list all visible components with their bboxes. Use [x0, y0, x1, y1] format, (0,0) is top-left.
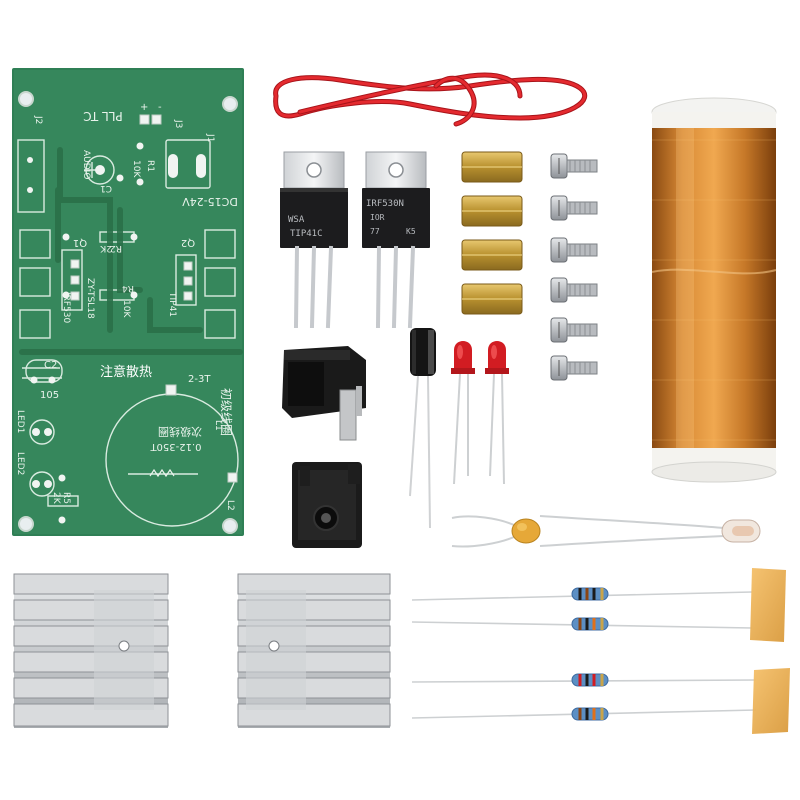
pcb-c2-value: 105: [40, 390, 59, 401]
mount-hole: [18, 91, 34, 107]
ceramic-capacitor: [451, 515, 541, 548]
neon-bulb: [539, 515, 761, 547]
pcb-r2-label: R2: [110, 243, 122, 253]
screw: [550, 237, 598, 263]
resistor: [411, 707, 757, 721]
screws: [550, 153, 598, 381]
resistor: [411, 587, 753, 601]
electrolytic-capacitor: [409, 328, 436, 529]
pcb-r2-value: 2K: [99, 243, 112, 253]
resistor: [411, 617, 753, 631]
transistor-tip41c: WSA TIP41C: [280, 151, 348, 329]
red-led: [451, 341, 475, 485]
pcb-minus-label: -: [158, 102, 162, 113]
pcb-board: PLL TC DC15-24V 注意散热 初级线圈 次级线圈 0.12-350T…: [12, 68, 244, 536]
screw: [550, 195, 598, 221]
pcb-r5-label: R5: [61, 492, 71, 504]
red-wire: [273, 72, 588, 127]
irf530n-line4: K5: [406, 227, 416, 236]
heatsink: [13, 573, 169, 728]
pcb-r1-label: R1: [145, 160, 155, 172]
brass-standoff: [461, 283, 523, 315]
pcb-q1-label: Q1: [73, 237, 87, 248]
pcb-secondary-spec: 0.12-350T: [150, 441, 202, 452]
pcb-c2-label: C2: [44, 360, 57, 371]
brass-standoffs: [461, 151, 523, 315]
screw: [550, 317, 598, 343]
tip41c-part: TIP41C: [290, 229, 323, 239]
pcb-q2-label: Q2: [181, 237, 195, 248]
irf530n-line2: IOR: [370, 213, 385, 222]
secondary-coil: [651, 97, 777, 483]
pcb-r4-value: 10K: [121, 300, 131, 318]
mount-hole: [222, 518, 238, 534]
brass-standoff: [461, 239, 523, 271]
brass-standoff: [461, 151, 523, 183]
brass-standoff: [461, 195, 523, 227]
pcb-heat-note: 注意散热: [100, 364, 152, 380]
tape-strip: [750, 568, 786, 642]
mount-hole: [18, 516, 34, 532]
screw: [550, 355, 598, 381]
screw: [550, 277, 598, 303]
pcb-secondary-coil: 次级线圈: [158, 425, 202, 439]
screw: [550, 153, 598, 179]
pcb-r5-value: 2K: [51, 492, 61, 505]
pcb-j2-label: J2: [33, 115, 43, 124]
pcb-led2-label: LED2: [15, 452, 25, 475]
dc-jack: [282, 346, 366, 441]
pcb-zy-label: ZY-TSL18: [85, 278, 95, 319]
pcb-power-label: DC15-24V: [182, 195, 238, 208]
pcb-l1-label: L1: [213, 420, 223, 431]
pcb-c1-label: C1: [100, 183, 112, 193]
pcb-primary-coil: 初级线圈: [219, 388, 233, 436]
pcb-j3-label: J3: [173, 119, 183, 128]
audio-jack: [292, 462, 362, 548]
pcb-turns: 2-3T: [188, 374, 211, 385]
pcb-r4-label: R4: [122, 283, 134, 293]
pcb-r1-value: 10K: [131, 160, 141, 178]
irf530n-part: IRF530N: [366, 199, 404, 209]
irf530n-line3: 77: [370, 227, 380, 236]
pcb-l2-label: L2: [225, 500, 235, 511]
pcb-q1-part: IRF530: [61, 292, 71, 324]
pcb-q2-part: TIP41: [167, 291, 177, 317]
mount-hole: [222, 96, 238, 112]
pcb-j1-label: J1: [205, 133, 215, 142]
red-led: [485, 341, 509, 485]
heatsink: [237, 573, 391, 728]
tip41c-brand: WSA: [288, 215, 305, 225]
resistor: [411, 673, 757, 687]
tape-strip: [752, 668, 790, 734]
transistor-irf530n: IRF530N IOR 77 K5: [362, 151, 430, 329]
pcb-audio-label: AUDIO: [81, 150, 91, 179]
pcb-led1-label: LED1: [15, 410, 25, 433]
pcb-title: PLL TC: [83, 109, 122, 123]
pcb-plus-label: +: [140, 102, 148, 113]
